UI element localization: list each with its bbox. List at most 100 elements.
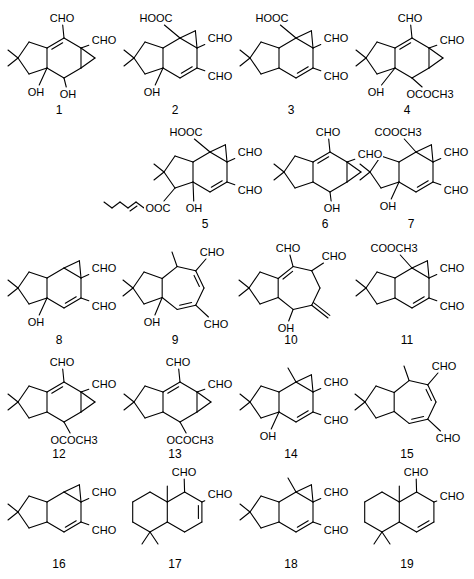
bond-line [313,499,321,502]
bond-line [411,25,412,38]
bond-line [365,522,382,532]
compound-number: 13 [167,448,182,460]
bond-line [175,156,193,162]
bond-line [80,278,81,298]
bond-line [81,392,95,402]
bond-line [198,506,199,519]
bond-line [412,38,429,48]
substituent-label: HOOC [255,13,290,24]
bond-line [261,68,279,74]
compound-number: 2 [171,104,180,116]
bond-line [431,145,433,162]
bond-line [365,492,382,502]
substituent-label: CHO [443,185,469,196]
bond-line [112,202,120,208]
compound-number: 11 [400,334,414,346]
bond-line [164,156,175,172]
bond-line [39,298,47,315]
bond-line [81,298,89,301]
substituent-label: CHO [315,127,341,138]
bond-line [64,38,81,48]
bond-line [428,48,429,68]
bond-line [347,172,361,182]
bond-line [404,139,416,152]
bond-line [366,272,377,288]
bond-line [356,288,366,296]
bond-line [162,48,163,68]
substituent-label: CHO [207,33,233,44]
bond-line [47,412,64,422]
bond-line [250,42,261,58]
bond-line [313,68,321,71]
compound-number: 16 [51,558,66,570]
compound-number: 3 [287,104,296,116]
bond-line [376,412,394,418]
bond-line [412,78,422,87]
bond-line [8,58,18,66]
bond-line [279,522,296,532]
bond-line [366,288,377,304]
bond-line [79,261,81,278]
bond-line [195,31,197,48]
bond-line [365,386,376,402]
compound-number: 17 [167,558,182,570]
substituent-label: CHO [207,71,233,82]
bond-line [400,255,412,268]
bond-line [240,394,250,402]
bond-line [377,272,395,278]
bond-line [47,268,64,278]
bond-line [261,522,279,528]
bond-line [296,485,311,492]
bond-line [364,502,365,522]
bond-line [297,521,308,527]
bond-line [180,38,197,48]
substituent-label: CHO [207,489,233,500]
bond-line [18,42,29,58]
bond-line [202,501,205,502]
substituent-label: CHO [357,149,383,160]
bond-line [271,412,279,429]
bond-line [391,182,399,199]
substituent-label: OCOCH3 [49,435,98,446]
bond-line [399,522,416,532]
bond-line [80,48,81,68]
bond-line [29,386,47,392]
bond-line [29,272,47,278]
bond-line [124,394,134,402]
bond-line [289,309,293,321]
bond-line [80,502,81,522]
bond-line [377,298,395,304]
substituent-label: OH [323,203,342,214]
substituent-label: COOCH3 [369,243,418,254]
bond-line [181,67,192,73]
substituent-label: CHO [323,71,349,82]
substituent-label: CHO [321,251,347,262]
bond-line [313,389,321,392]
bond-line [29,42,47,48]
bond-line [412,261,427,268]
bond-line [416,479,417,492]
bond-line [418,521,429,527]
bond-line [347,162,361,172]
substituent-label: OH [259,431,278,442]
bond-line [313,45,321,48]
bond-line [162,298,177,310]
bond-line [154,164,164,172]
bond-line [428,373,438,385]
bond-line [297,67,308,73]
bond-line [274,172,284,180]
bond-line [154,172,164,180]
bond-line [155,68,163,85]
bond-line [81,45,89,48]
bond-line [293,267,312,271]
bond-line [18,272,29,288]
bond-line [280,25,296,38]
bond-line [318,157,329,163]
bond-line [395,268,412,278]
compound-number: 10 [283,334,298,346]
substituent-label: OH [27,317,46,328]
bond-line [29,412,47,418]
bond-line [312,263,324,271]
bond-line [123,288,133,296]
bond-line [394,381,409,393]
